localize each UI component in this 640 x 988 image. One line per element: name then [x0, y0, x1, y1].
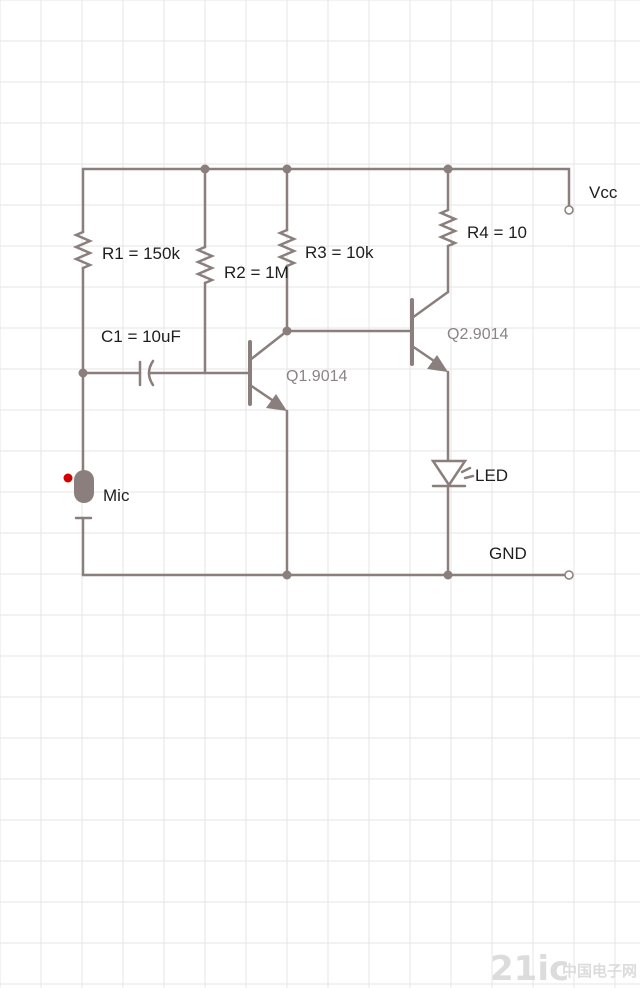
junction-node	[443, 164, 453, 174]
q2-label: Q2.9014	[447, 326, 508, 343]
vcc-terminal[interactable]	[564, 205, 574, 215]
vcc-label: Vcc	[589, 183, 618, 202]
junction-node	[282, 326, 292, 336]
r1-label: R1 = 150k	[102, 244, 180, 263]
q2-emitter-arrow	[427, 355, 448, 372]
mic-icon	[74, 470, 94, 503]
mic-indicator-dot	[63, 473, 73, 483]
junction-node	[443, 570, 453, 580]
r1-resistor	[72, 230, 94, 270]
led-icon	[430, 459, 468, 488]
mic-label: Mic	[103, 486, 130, 505]
watermark-suffix: 中国电子网	[562, 962, 637, 980]
gnd-terminal[interactable]	[564, 570, 574, 580]
r2-label: R2 = 1M	[224, 263, 289, 282]
junction-node	[78, 368, 88, 378]
r2-resistor	[194, 245, 216, 285]
r4-resistor	[437, 208, 459, 248]
led-rays	[460, 466, 475, 480]
wires	[72, 167, 571, 577]
q2-collector	[410, 290, 450, 320]
watermark: 21ic 中国电子网	[490, 949, 637, 988]
q1-emitter-arrow	[266, 394, 287, 411]
r4-label: R4 = 10	[467, 223, 527, 242]
vcc-rail-wire	[81, 167, 571, 207]
c1-label: C1 = 10uF	[101, 327, 181, 346]
r3-label: R3 = 10k	[305, 243, 374, 262]
r3-resistor	[276, 228, 298, 268]
q1-label: Q1.9014	[286, 368, 347, 385]
led-label: LED	[475, 466, 508, 485]
watermark-brand: 21ic	[490, 949, 569, 988]
junction-node	[282, 570, 292, 580]
junction-node	[282, 164, 292, 174]
gnd-label: GND	[489, 544, 527, 563]
junction-node	[200, 164, 210, 174]
q1-collector	[248, 329, 289, 362]
junctions	[78, 164, 453, 580]
